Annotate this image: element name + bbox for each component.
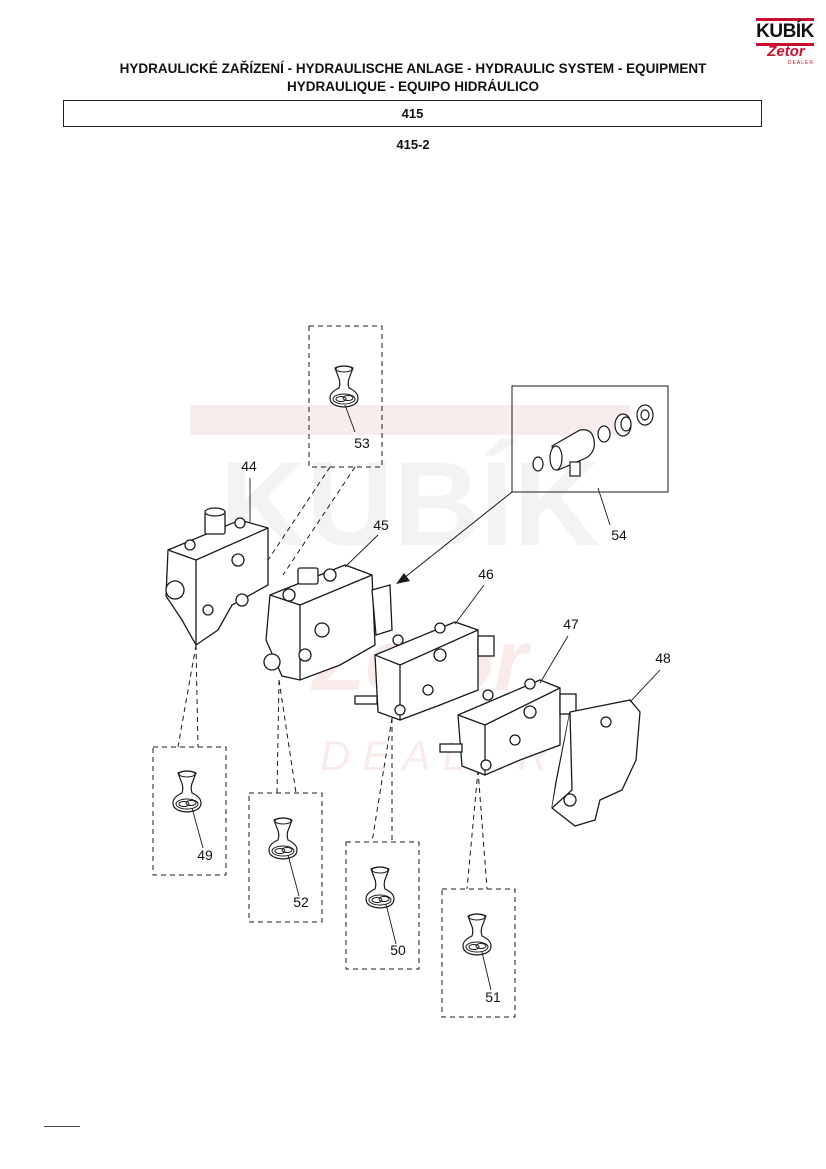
callout-45: 45 (373, 517, 389, 533)
fitting-icon-49 (172, 770, 202, 813)
callout-50: 50 (390, 942, 406, 958)
group-code-box: 415 (63, 100, 762, 127)
callout-49: 49 (197, 847, 213, 863)
logo-sub-brand: Zetor (767, 43, 805, 60)
callout-46: 46 (478, 566, 494, 582)
detail-boxes (152, 325, 516, 1018)
fitting-icon-52 (268, 817, 298, 860)
callout-52: 52 (293, 894, 309, 910)
page-title-line1: HYDRAULICKÉ ZAŘÍZENÍ - HYDRAULISCHE ANLA… (119, 61, 707, 76)
valve-section-45 (263, 564, 393, 681)
detail-box-49 (152, 746, 227, 876)
valve-section-46 (354, 621, 495, 721)
detail-box-52 (248, 792, 323, 923)
arrow-54 (396, 491, 513, 584)
fitting-icon-53 (329, 365, 359, 408)
dashed-leaders (177, 466, 488, 890)
fitting-icon-51 (462, 913, 492, 956)
detail-box-53 (308, 325, 383, 468)
callout-numbers: 44 45 46 47 48 53 54 49 52 50 51 (197, 435, 671, 1005)
callout-53: 53 (354, 435, 370, 451)
callout-51: 51 (485, 989, 501, 1005)
logo-brand: KUBÍK (756, 18, 814, 46)
spool-kit-icon (532, 404, 654, 477)
callout-48: 48 (655, 650, 671, 666)
valve-section-44 (165, 507, 269, 646)
end-plate-48 (551, 699, 641, 827)
callout-leaders (191, 404, 661, 991)
kubik-zetor-logo: KUBÍK Zetor DEALER (756, 14, 816, 66)
watermark-text: KUBÍK (220, 437, 600, 571)
callout-47: 47 (563, 616, 579, 632)
valve-section-47 (439, 678, 577, 776)
page-title-line2: HYDRAULIQUE - EQUIPO HIDRÁULICO (286, 79, 539, 94)
detail-box-50 (345, 841, 420, 970)
detail-box-54 (511, 385, 669, 493)
callout-44: 44 (241, 458, 257, 474)
figure-code: 415-2 (396, 137, 430, 152)
fitting-icon-50 (365, 866, 395, 909)
footer-mark (44, 1126, 80, 1129)
detail-box-51 (441, 888, 516, 1018)
callout-54: 54 (611, 527, 627, 543)
logo-sub-label: DEALER (787, 60, 814, 66)
